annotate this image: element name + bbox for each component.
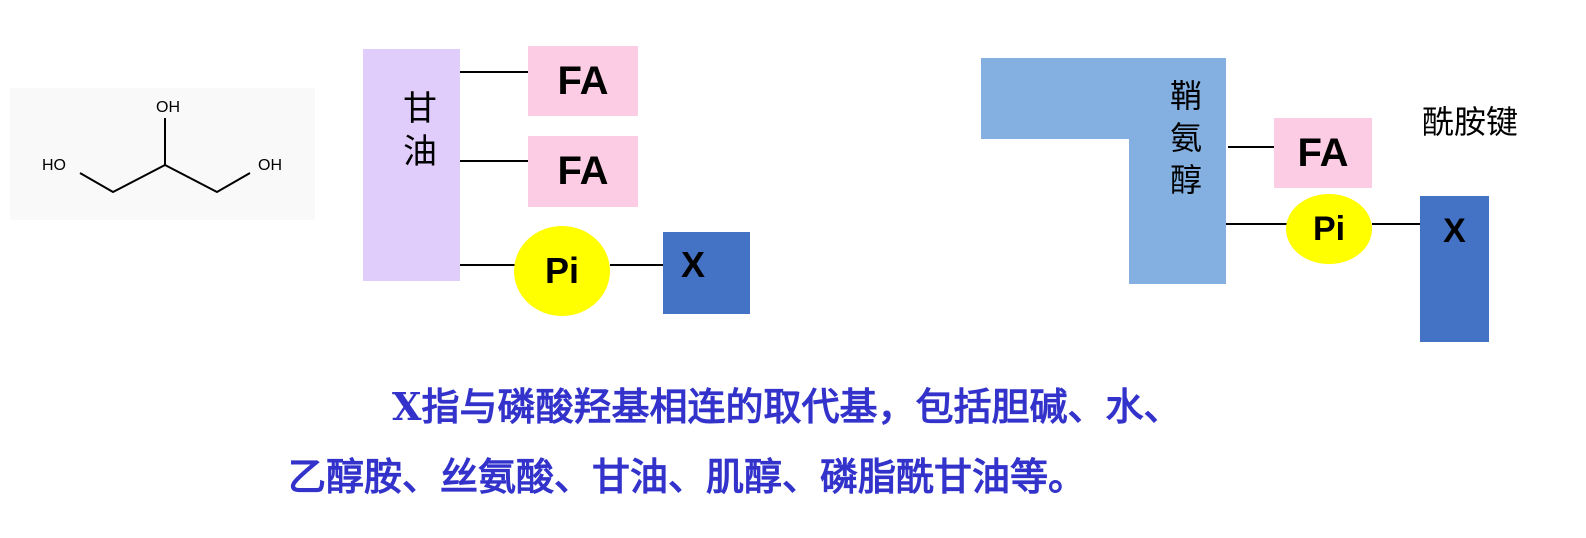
bond-line [1226, 223, 1288, 225]
oh-top: OH [156, 99, 180, 116]
sphingosine-backbone-vertical [1129, 58, 1226, 284]
fa-box: FA [1274, 118, 1372, 188]
bond-line [460, 160, 528, 162]
amide-bond-label: 酰胺键 [1422, 103, 1519, 141]
head-group-x: X [663, 232, 750, 314]
phosphate-circle: Pi [1286, 194, 1372, 264]
head-group-x: X [1420, 196, 1489, 342]
caption-line-1: X指与磷酸羟基相连的取代基，包括胆碱、水、 [392, 384, 1182, 429]
bond-line [1228, 146, 1274, 148]
oh-left: HO [42, 157, 66, 174]
glycerol-char-2: 油 [403, 132, 437, 172]
phosphate-circle: Pi [514, 226, 610, 316]
oh-right: OH [258, 157, 282, 174]
glycerol-structure: OH HO OH [10, 88, 315, 220]
sphingosine-char-1: 鞘 [1170, 77, 1203, 115]
bond-line [1372, 223, 1420, 225]
bond-line [460, 264, 520, 266]
glycerol-backbone [363, 49, 460, 281]
bond-line [460, 71, 528, 73]
glycerol-char-1: 甘 [403, 89, 437, 129]
sphingosine-char-2: 氨 [1170, 119, 1203, 157]
glycerol-skeleton: OH HO OH [42, 99, 282, 194]
sphingosine-char-3: 醇 [1170, 161, 1203, 199]
caption-line-2: 乙醇胺、丝氨酸、甘油、肌醇、磷脂酰甘油等。 [288, 454, 1087, 499]
bond-line [610, 264, 663, 266]
fa-box-1: FA [528, 46, 638, 116]
fa-box-2: FA [528, 136, 638, 207]
